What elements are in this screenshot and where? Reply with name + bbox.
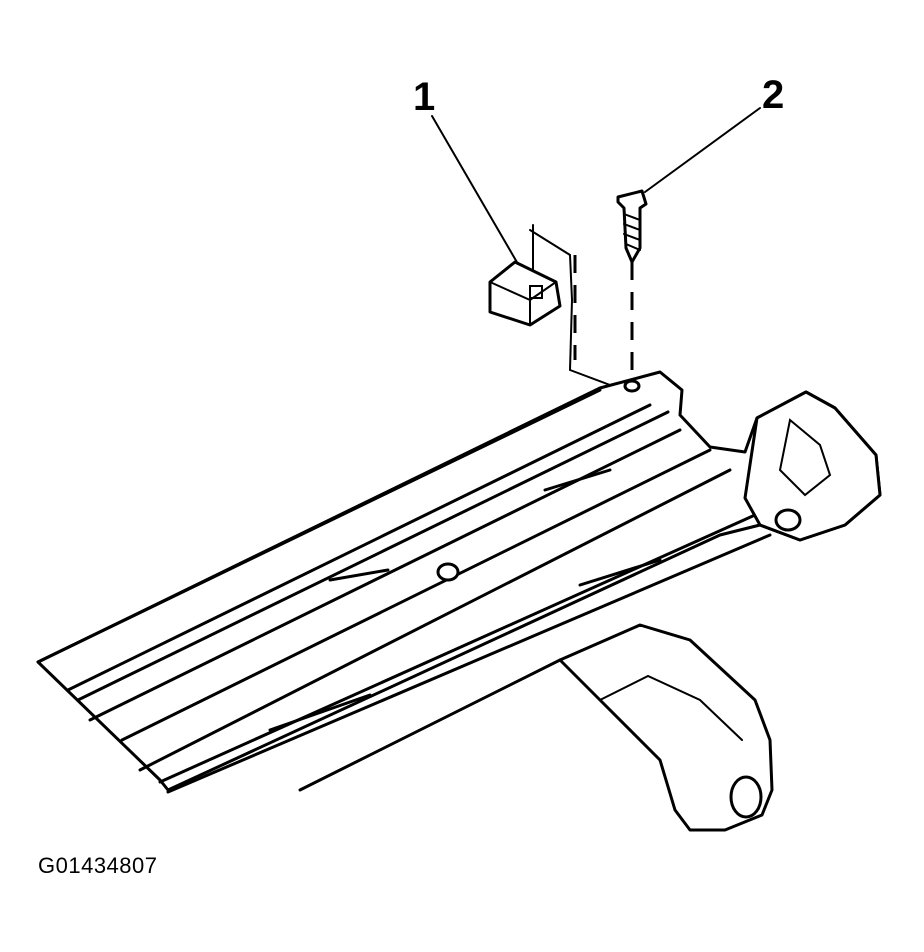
leader-lines xyxy=(431,107,761,265)
screw-part-2 xyxy=(616,189,648,393)
leader-line-2 xyxy=(644,107,761,193)
support-bracket xyxy=(558,623,774,832)
leader-line-1 xyxy=(431,115,519,265)
running-board xyxy=(36,370,882,794)
callout-2: 2 xyxy=(762,73,784,117)
figure-id: G01434807 xyxy=(38,853,158,878)
clip-part-1 xyxy=(488,255,577,360)
callout-1: 1 xyxy=(413,75,435,119)
